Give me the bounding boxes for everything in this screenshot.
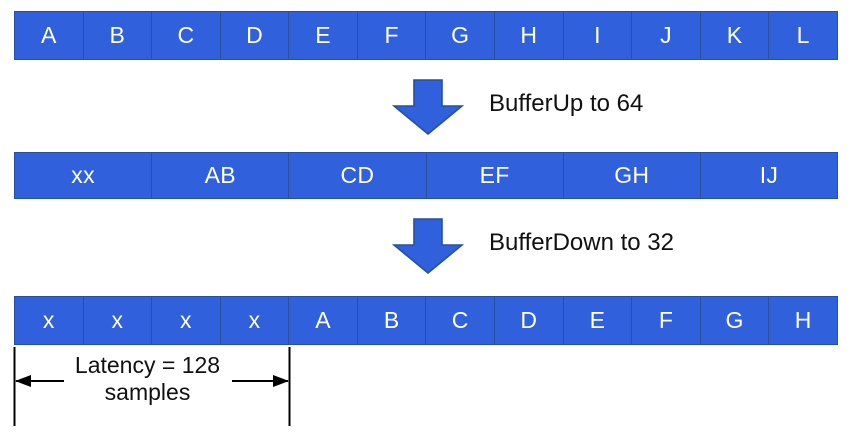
buffer-cell: A xyxy=(289,297,358,344)
buffer-cell: GH xyxy=(564,153,701,198)
buffer-cell: F xyxy=(358,12,427,59)
buffer-cell: x xyxy=(221,297,290,344)
buffer-cell: B xyxy=(358,297,427,344)
buffer-cell: G xyxy=(701,297,770,344)
latency-label: Latency = 128 samples xyxy=(60,352,235,406)
buffer-cell: B xyxy=(84,12,153,59)
buffer-cell: E xyxy=(564,297,633,344)
buffer-cell: I xyxy=(564,12,633,59)
buffer-cell: x xyxy=(152,297,221,344)
latency-annotation: Latency = 128 samples xyxy=(0,344,340,434)
buffer-cell: H xyxy=(495,12,564,59)
buffer-cell: D xyxy=(221,12,290,59)
buffer-cell: J xyxy=(632,12,701,59)
bufferup-step-label: BufferUp to 64 xyxy=(489,90,644,117)
buffer-cell: AB xyxy=(152,153,290,198)
buffer-cell: A xyxy=(15,12,84,59)
buffer-cell: x xyxy=(84,297,153,344)
buffer-cell: x xyxy=(15,297,84,344)
latency-label-line1: Latency = 128 xyxy=(74,352,221,378)
bufferup-row: xx AB CD EF GH IJ xyxy=(14,152,838,199)
buffer-cell: F xyxy=(632,297,701,344)
buffer-cell: C xyxy=(152,12,221,59)
buffer-cell: H xyxy=(794,307,812,333)
buffer-cell: D xyxy=(495,297,564,344)
buffer-cell: IJ xyxy=(759,162,779,188)
buffer-cell: xx xyxy=(15,153,153,198)
buffer-cell: CD xyxy=(289,153,427,198)
buffer-cell: E xyxy=(289,12,358,59)
buffer-cell: C xyxy=(426,297,496,344)
latency-label-line2: samples xyxy=(104,379,191,405)
down-block-arrow-icon xyxy=(392,79,464,135)
buffer-cell: EF xyxy=(427,153,564,198)
bufferdown-row: x x x x A B C D E F G H xyxy=(14,296,838,345)
buffer-cell: G xyxy=(426,12,496,59)
buffer-cell: L xyxy=(796,22,810,48)
bufferdown-step-label: BufferDown to 32 xyxy=(489,229,675,256)
buffer-cell: K xyxy=(701,12,770,59)
latency-dimension-icon xyxy=(13,347,291,426)
input-buffer-row: A B C D E F G H I J K L xyxy=(14,11,838,60)
down-block-arrow-icon xyxy=(392,218,464,274)
